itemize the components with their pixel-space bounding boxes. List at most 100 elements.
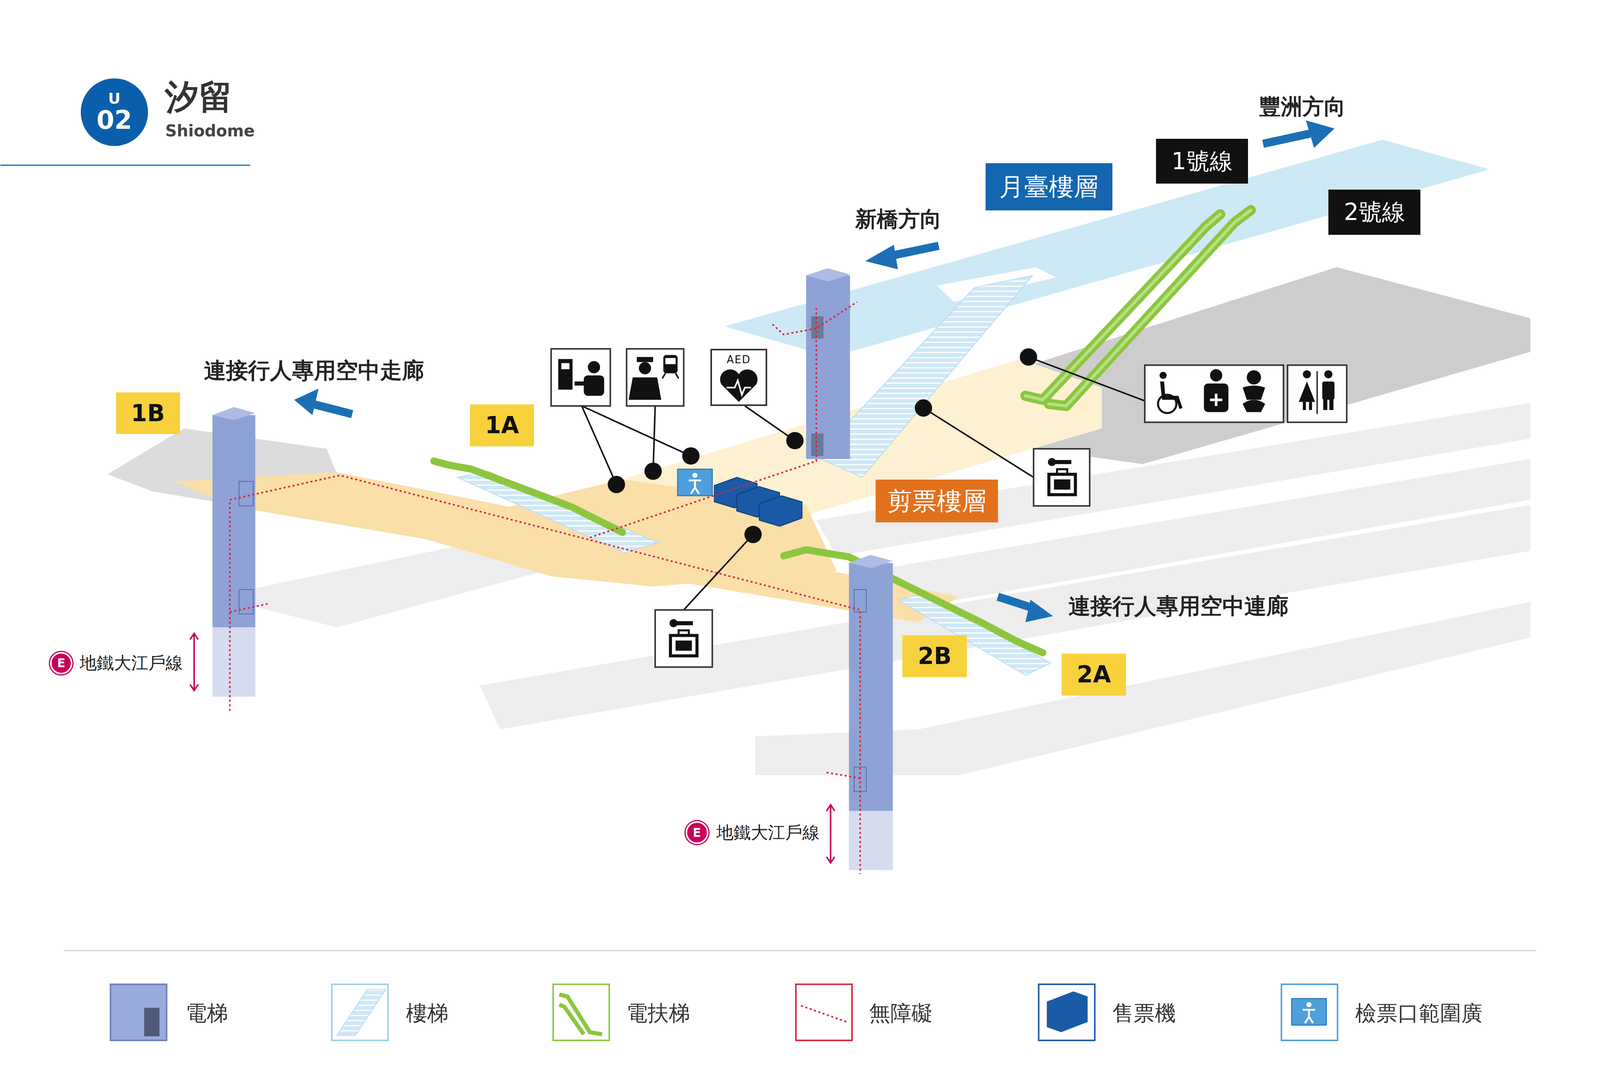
- accessible-route: [230, 475, 861, 874]
- icon-box: [1287, 365, 1347, 423]
- exit-label: 2A: [1061, 653, 1126, 696]
- node-text: E: [692, 826, 702, 840]
- header-rule: [0, 164, 251, 166]
- legend-swatch: [1291, 998, 1327, 1025]
- aed-icon-box: AED: [710, 348, 768, 406]
- accessibility-icon: [1242, 400, 1266, 413]
- aed-heart-icon: [720, 369, 758, 402]
- staff-icon: [663, 354, 678, 374]
- exit-label: 2B: [902, 635, 967, 678]
- toilet-icon: [1298, 381, 1316, 402]
- elevators: [239, 481, 254, 506]
- staff-icon: [636, 356, 654, 362]
- toilet-icon: [1302, 370, 1311, 379]
- locker-icon: [669, 619, 698, 656]
- ticket-office-icon: [558, 359, 573, 390]
- locker-icon: [1057, 469, 1068, 475]
- accessibility-icon: [1158, 394, 1177, 414]
- toilet-icon: [1329, 397, 1334, 410]
- legend-swatch: [801, 1005, 848, 1022]
- legend-swatch: [559, 1004, 584, 1035]
- leader-line: [653, 406, 656, 472]
- level-arrow: [190, 633, 835, 864]
- direction-arrow: [1306, 120, 1335, 148]
- callout-dot: [914, 399, 932, 417]
- locker-icon: [670, 635, 697, 656]
- legend-rule: [63, 950, 1536, 952]
- ticket-office-icon: [561, 363, 570, 370]
- accessibility-icon: [1210, 393, 1223, 406]
- direction-arrow: [312, 404, 352, 414]
- node-text: 月臺樓層: [999, 173, 1099, 200]
- icon-box: [1144, 365, 1284, 423]
- level-arrow: [190, 633, 198, 640]
- icon-box: [655, 610, 713, 668]
- node-text: 剪票樓層: [887, 488, 987, 514]
- level-arrow: [830, 805, 832, 862]
- elevators: [806, 268, 850, 282]
- node-text: U: [108, 90, 121, 107]
- locker-icon: [1054, 460, 1072, 464]
- locker-icon: [669, 619, 678, 628]
- node-text: 2號線: [1344, 200, 1406, 225]
- elevators: [848, 554, 893, 568]
- legend-text: 售票機: [1112, 1000, 1176, 1026]
- elevators: [811, 316, 824, 339]
- icon-box: [1033, 448, 1090, 506]
- accessible-route: [772, 302, 858, 335]
- staff-icon: [662, 373, 666, 379]
- callout-dot: [682, 447, 700, 465]
- staff-icon: [638, 362, 652, 375]
- ticket-office-icon: [583, 375, 604, 396]
- concourse-floor: [173, 472, 959, 623]
- locker-icon: [1054, 479, 1071, 490]
- ticket-office-icon: [588, 361, 601, 374]
- locker-icon: [678, 630, 689, 636]
- staff-icon: [628, 377, 662, 400]
- callout-dot: [786, 432, 804, 450]
- aed-heart-icon: [720, 369, 758, 402]
- elevators: [212, 406, 256, 420]
- node-text: AED: [726, 354, 751, 366]
- accessibility-icon: [1204, 383, 1229, 412]
- walkway-label: 連接行人專用空中走廊: [204, 357, 424, 384]
- station-title: 汐留: [165, 76, 233, 118]
- line-badge: U02: [80, 78, 148, 146]
- locker-icon: [675, 640, 692, 651]
- elevators: [239, 589, 254, 614]
- elevators: [811, 433, 824, 456]
- node-text: 02: [96, 106, 132, 134]
- icon-box: [551, 348, 611, 406]
- legend-swatch: [1302, 1008, 1316, 1024]
- leader-line: [581, 406, 617, 485]
- direction-arrow: [1025, 599, 1054, 622]
- track-label: 1號線: [1156, 138, 1248, 184]
- level-arrow: [190, 684, 198, 691]
- direction-arrow: [294, 388, 319, 416]
- accessible-route: [590, 308, 817, 538]
- transfer-label: 地鐵大江戶線: [79, 652, 183, 674]
- accessibility-icon: [1159, 371, 1167, 379]
- legend-swatch: [144, 1007, 160, 1036]
- legend-swatch: [559, 994, 602, 1034]
- locker-icon: [676, 621, 693, 626]
- walkway-label: 連接行人專用空中連廊: [1068, 592, 1289, 620]
- legend-swatch: [1046, 991, 1088, 1033]
- escalators: [434, 210, 1252, 653]
- legend-swatch: [110, 984, 167, 1041]
- accessibility-icon: [1210, 369, 1223, 382]
- escalators: [434, 461, 623, 533]
- ticket-gate: [677, 469, 713, 496]
- node-text: 2B: [917, 644, 952, 669]
- ticket-office-icon: [574, 381, 585, 386]
- toilet-icon: [1322, 381, 1335, 400]
- aed-heart-icon: [726, 380, 751, 395]
- legend-text: 樓梯: [406, 1000, 449, 1026]
- elevators: [854, 589, 867, 612]
- ticket-gate: [692, 472, 698, 478]
- leader-line: [1028, 356, 1145, 401]
- callout-dot: [644, 462, 662, 480]
- staff-icon: [628, 354, 679, 400]
- accessible-route: [230, 604, 268, 612]
